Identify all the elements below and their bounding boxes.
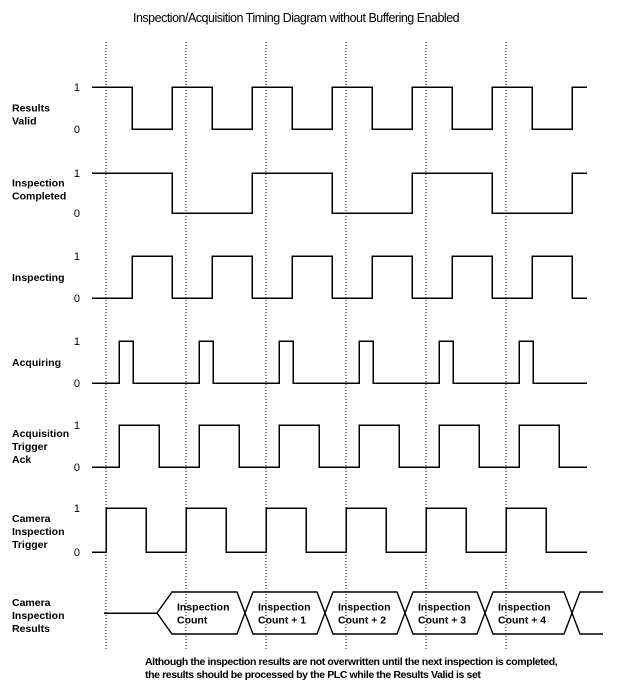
waveform-results-valid — [92, 86, 587, 130]
bus-bubble-3-label-line-2: Count + 2 — [338, 615, 386, 627]
waveform-inspection-completed — [92, 172, 587, 214]
signal-results-valid-label-line-1: Results — [12, 103, 50, 115]
bus-bubble-2-label-line-1: Inspection — [258, 602, 311, 614]
level-one-acquisition-trigger-ack: 1 — [74, 420, 80, 432]
signal-camera-inspection-results-label-line-1: Camera — [12, 597, 51, 609]
signal-camera-inspection-trigger-label-line-3: Trigger — [12, 539, 48, 551]
footer-line-1: Although the inspection results are not … — [145, 656, 558, 668]
bus-bubble-5-label-line-2: Count + 4 — [498, 615, 546, 627]
level-zero-inspecting: 0 — [74, 293, 80, 305]
signal-camera-inspection-trigger-label-line-1: Camera — [12, 513, 51, 525]
level-one-acquiring: 1 — [74, 336, 80, 348]
level-one-camera-inspection-trigger: 1 — [74, 503, 80, 515]
signal-camera-inspection-trigger-label-line-2: Inspection — [12, 526, 65, 538]
waveform-camera-inspection-trigger — [92, 507, 587, 553]
signal-inspection-completed-label-line-1: Inspection — [12, 178, 65, 190]
signal-acquisition-trigger-ack-label-line-2: Trigger — [12, 441, 48, 453]
signal-camera-inspection-results-label-line-3: Results — [12, 623, 50, 635]
signal-results-valid-label-line-2: Valid — [12, 116, 37, 128]
bus-bubble-6 — [571, 591, 603, 635]
signal-inspection-completed-label-line-2: Completed — [12, 191, 66, 203]
level-zero-results-valid: 0 — [74, 124, 80, 136]
level-zero-camera-inspection-trigger: 0 — [74, 547, 80, 559]
level-zero-acquiring: 0 — [74, 378, 80, 390]
bus-bubble-2-label-line-2: Count + 1 — [258, 615, 306, 627]
footer-note: Although the inspection results are not … — [145, 656, 558, 682]
bus-bubble-4-label-line-2: Count + 3 — [418, 615, 466, 627]
bus-bubble-5-label-line-1: Inspection — [498, 602, 551, 614]
signal-camera-inspection-results-label-line-2: Inspection — [12, 610, 65, 622]
bus-bubble-1-label-line-1: Inspection — [177, 602, 230, 614]
level-zero-inspection-completed: 0 — [74, 208, 80, 220]
signal-acquisition-trigger-ack-label-line-1: Acquisition — [12, 428, 69, 440]
bus-bubble-3-label-line-1: Inspection — [338, 602, 391, 614]
signal-inspecting-label-line-1: Inspecting — [12, 272, 65, 284]
level-zero-acquisition-trigger-ack: 0 — [74, 462, 80, 474]
footer-line-2: the results should be processed by the P… — [145, 669, 481, 681]
waveform-inspecting — [92, 255, 587, 299]
diagram-title: Inspection/Acquisition Timing Diagram wi… — [133, 11, 460, 25]
signal-acquisition-trigger-ack-label-line-3: Ack — [12, 454, 31, 466]
level-one-results-valid: 1 — [74, 82, 80, 94]
level-one-inspecting: 1 — [74, 251, 80, 263]
signal-acquiring-label-line-1: Acquiring — [12, 357, 61, 369]
bus-bubble-1-label-line-2: Count — [177, 615, 208, 627]
level-one-inspection-completed: 1 — [74, 168, 80, 180]
waveform-acquiring — [92, 340, 587, 384]
waveform-acquisition-trigger-ack — [92, 424, 587, 468]
bus-bubble-4-label-line-1: Inspection — [418, 602, 471, 614]
